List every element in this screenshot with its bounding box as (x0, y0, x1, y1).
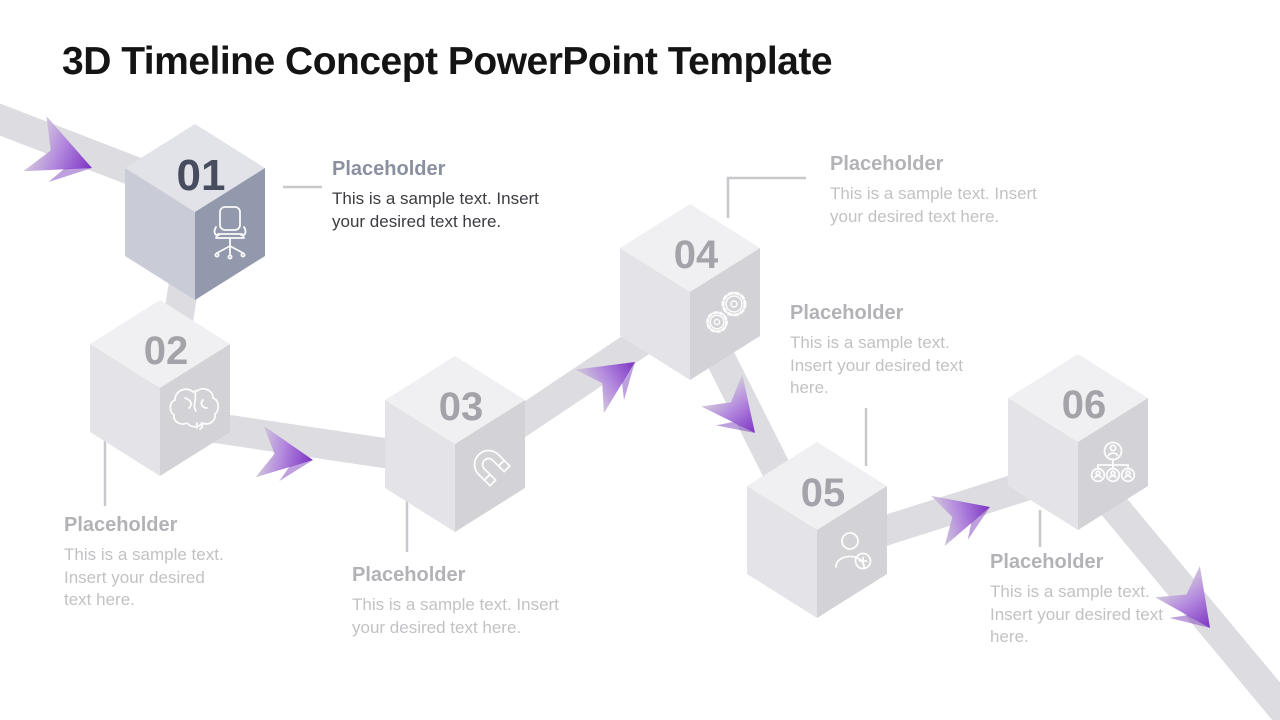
cube-05: 05 (747, 442, 887, 618)
placeholder-body: This is a sample text. Insert your desir… (332, 189, 539, 231)
connector-step4-top (726, 176, 806, 218)
cube-02: 02 (90, 300, 230, 476)
cube-06-number: 06 (1062, 383, 1107, 427)
placeholder-title: Placeholder (352, 564, 466, 586)
add-user-icon (835, 532, 872, 570)
cube-03: 03 (385, 356, 525, 532)
cube-06: 06 (1008, 354, 1148, 530)
placeholder-body: This is a sample text. Insert your desir… (352, 595, 559, 637)
cube-02-number: 02 (144, 329, 189, 373)
placeholder-block-6: Placeholder This is a sample text. Inser… (990, 551, 1170, 649)
placeholder-title: Placeholder (990, 551, 1104, 573)
placeholder-title: Placeholder (790, 302, 904, 324)
cube-05-number: 05 (801, 471, 846, 515)
placeholder-body: This is a sample text. Insert your desir… (64, 545, 224, 610)
placeholder-title: Placeholder (64, 514, 178, 536)
placeholder-body: This is a sample text. Insert your desir… (790, 333, 963, 398)
cube-04: 04 (620, 204, 760, 380)
cube-01: 01 (125, 124, 265, 300)
org-chart-icon (1090, 441, 1136, 483)
placeholder-block-3: Placeholder This is a sample text. Inser… (352, 564, 590, 639)
gears-icon (706, 291, 747, 333)
placeholder-body: This is a sample text. Insert your desir… (830, 184, 1037, 226)
office-chair-icon (213, 206, 247, 260)
cube-04-number: 04 (674, 233, 719, 277)
placeholder-block-5: Placeholder This is a sample text. Inser… (790, 302, 968, 400)
slide-title: 3D Timeline Concept PowerPoint Template (62, 40, 833, 83)
placeholder-block-4: Placeholder This is a sample text. Inser… (830, 153, 1068, 228)
placeholder-block-2: Placeholder This is a sample text. Inser… (64, 514, 236, 612)
placeholder-title: Placeholder (830, 153, 944, 175)
placeholder-block-1: Placeholder This is a sample text. Inser… (332, 158, 570, 233)
cube-03-number: 03 (439, 385, 484, 429)
brain-icon (169, 387, 220, 430)
placeholder-title: Placeholder (332, 158, 446, 180)
cube-01-number: 01 (177, 151, 226, 200)
placeholder-body: This is a sample text. Insert your desir… (990, 582, 1163, 647)
magnet-icon (473, 449, 511, 487)
